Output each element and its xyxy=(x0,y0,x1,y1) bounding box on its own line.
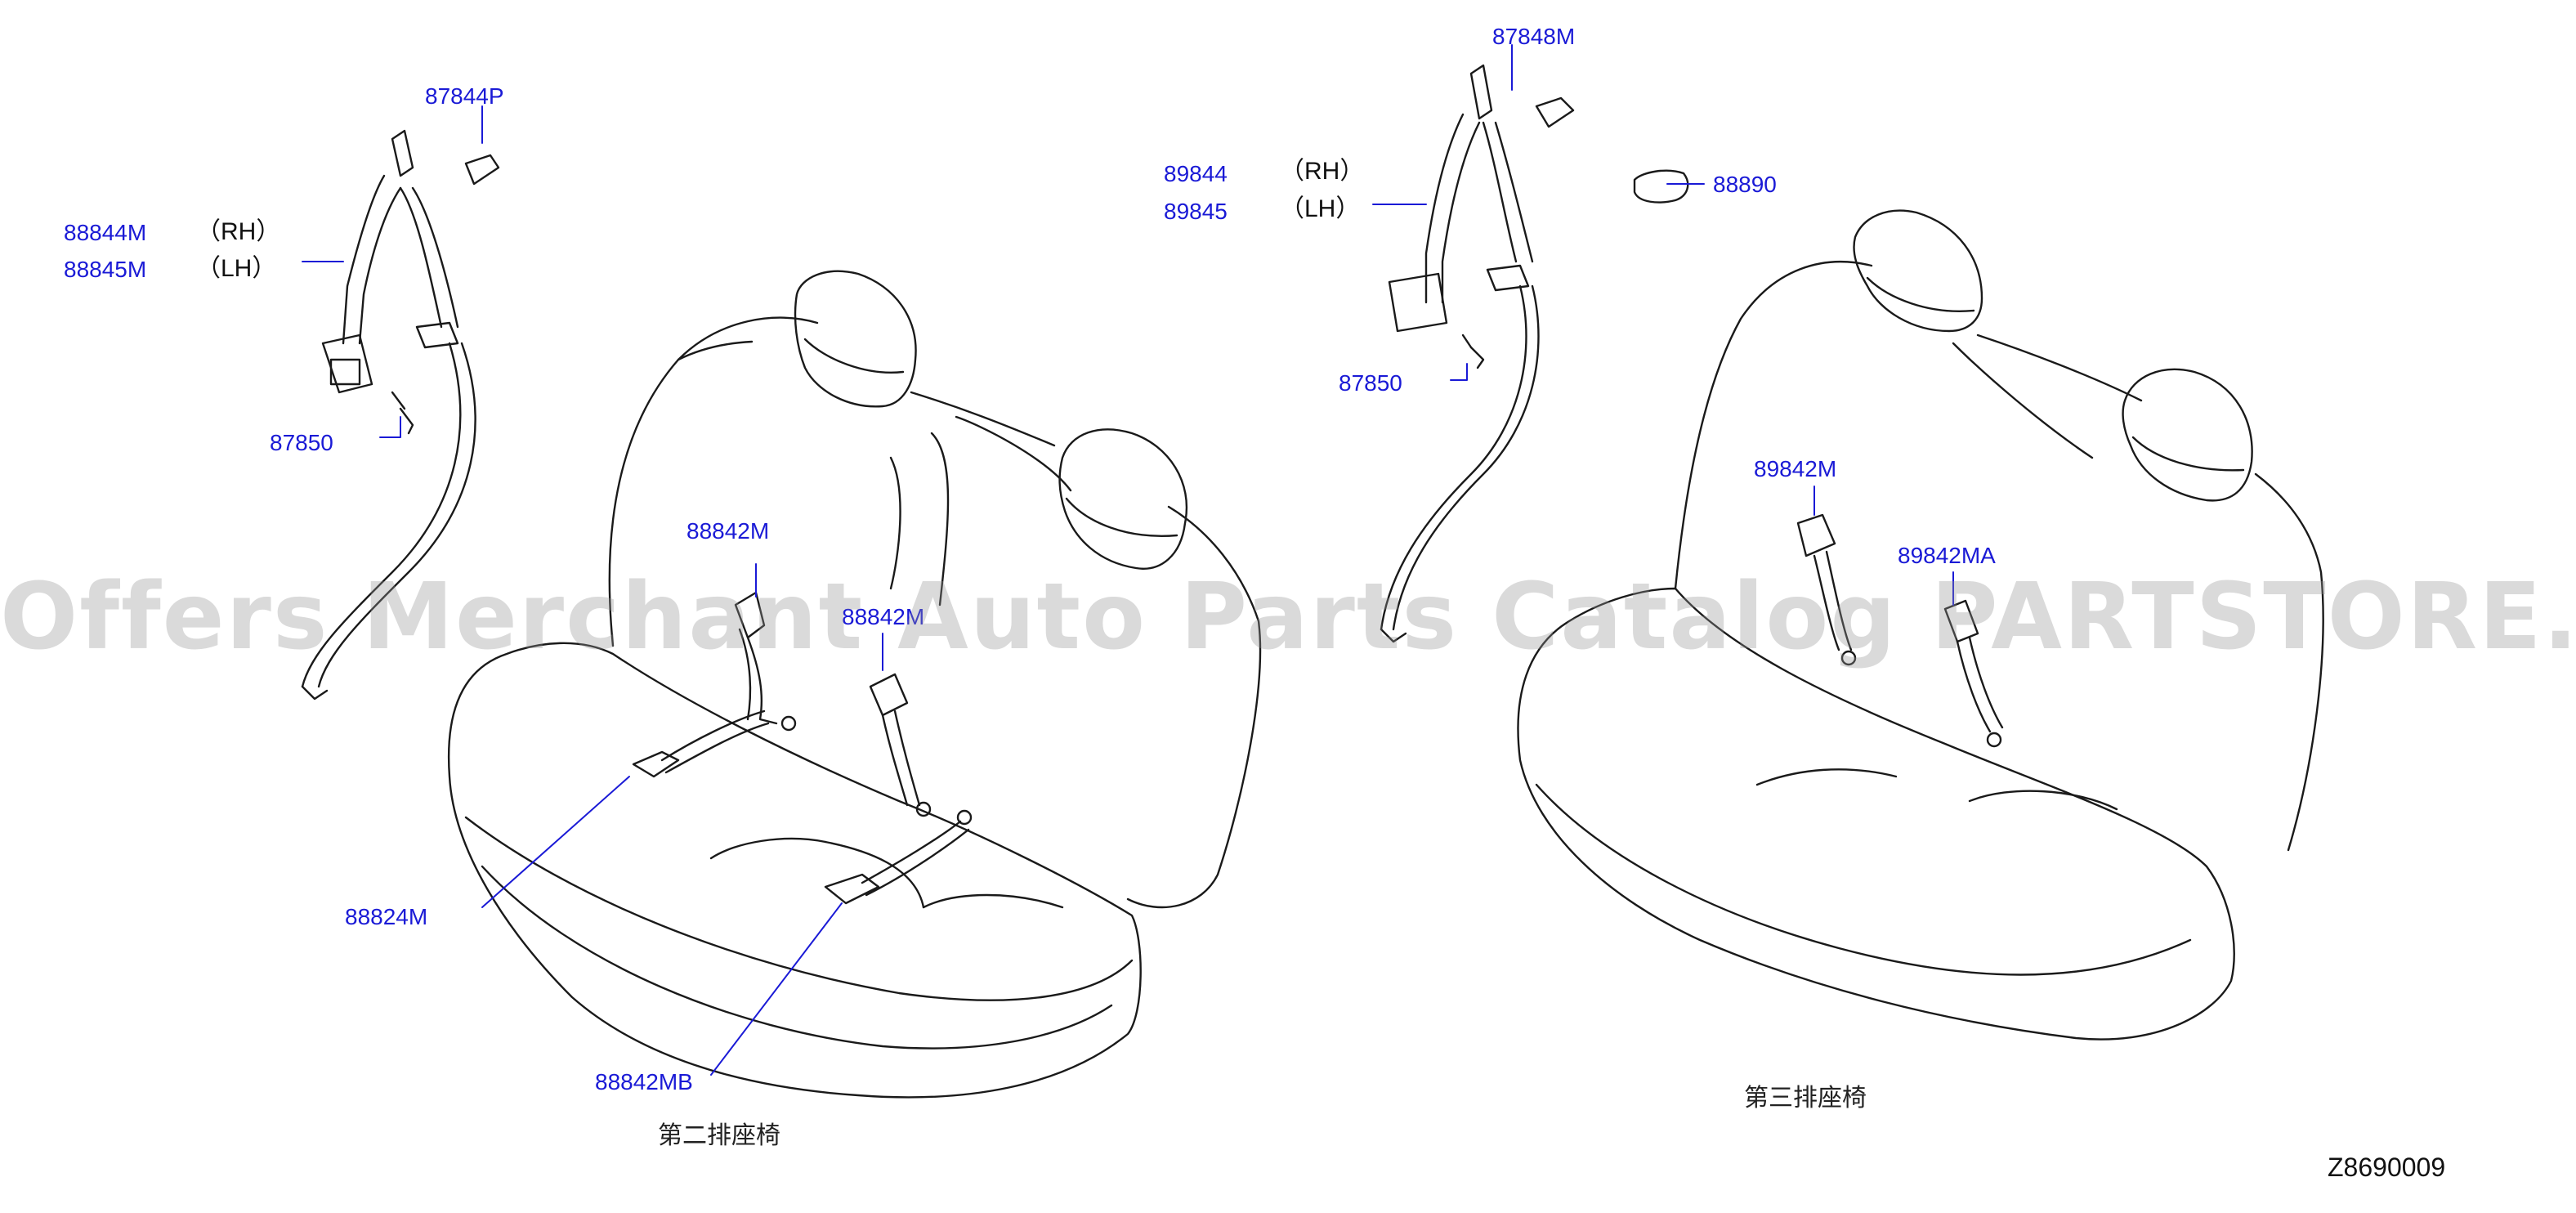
part-label-89842M[interactable]: 89842M xyxy=(1754,456,1837,481)
rh-label-left: （RH） xyxy=(196,218,281,245)
diagram-id: Z8690009 xyxy=(2328,1153,2446,1182)
part-label-88844M[interactable]: 88844M xyxy=(64,220,147,245)
left-belt-assembly xyxy=(301,129,500,700)
part-label-89845[interactable]: 89845 xyxy=(1164,199,1228,224)
second-row-seat xyxy=(447,270,1262,1099)
part-label-87844P[interactable]: 87844P xyxy=(425,83,504,109)
third-row-seat xyxy=(1517,209,2324,1041)
headrest-left-3 xyxy=(1853,209,1983,333)
part-label-89844[interactable]: 89844 xyxy=(1164,161,1228,186)
part-label-88842M[interactable]: 88842M xyxy=(686,518,770,544)
leader-lines xyxy=(302,44,1954,1076)
part-label-88824M[interactable]: 88824M xyxy=(345,904,428,929)
part-label-87848M[interactable]: 87848M xyxy=(1492,24,1576,49)
right-belt-assembly xyxy=(1380,64,1689,643)
headrest-right xyxy=(1058,428,1188,570)
lh-label-left: （LH） xyxy=(196,255,277,282)
part-label-88845M[interactable]: 88845M xyxy=(64,257,147,282)
part-label-88890[interactable]: 88890 xyxy=(1713,172,1777,197)
headrest-left xyxy=(794,270,917,408)
lh-label-right: （LH） xyxy=(1280,195,1361,222)
part-label-87850-left[interactable]: 87850 xyxy=(270,430,333,455)
part-label-88842M-b[interactable]: 88842M xyxy=(842,604,925,629)
caption-second-row-seat: 第二排座椅 xyxy=(658,1121,780,1150)
rh-label-right: （RH） xyxy=(1280,158,1365,185)
part-label-89842MA[interactable]: 89842MA xyxy=(1898,543,1996,568)
caption-third-row-seat: 第三排座椅 xyxy=(1744,1084,1867,1112)
part-label-87850-right[interactable]: 87850 xyxy=(1339,370,1402,396)
headrest-right-3 xyxy=(2122,368,2253,502)
part-label-88842MB[interactable]: 88842MB xyxy=(595,1069,693,1094)
